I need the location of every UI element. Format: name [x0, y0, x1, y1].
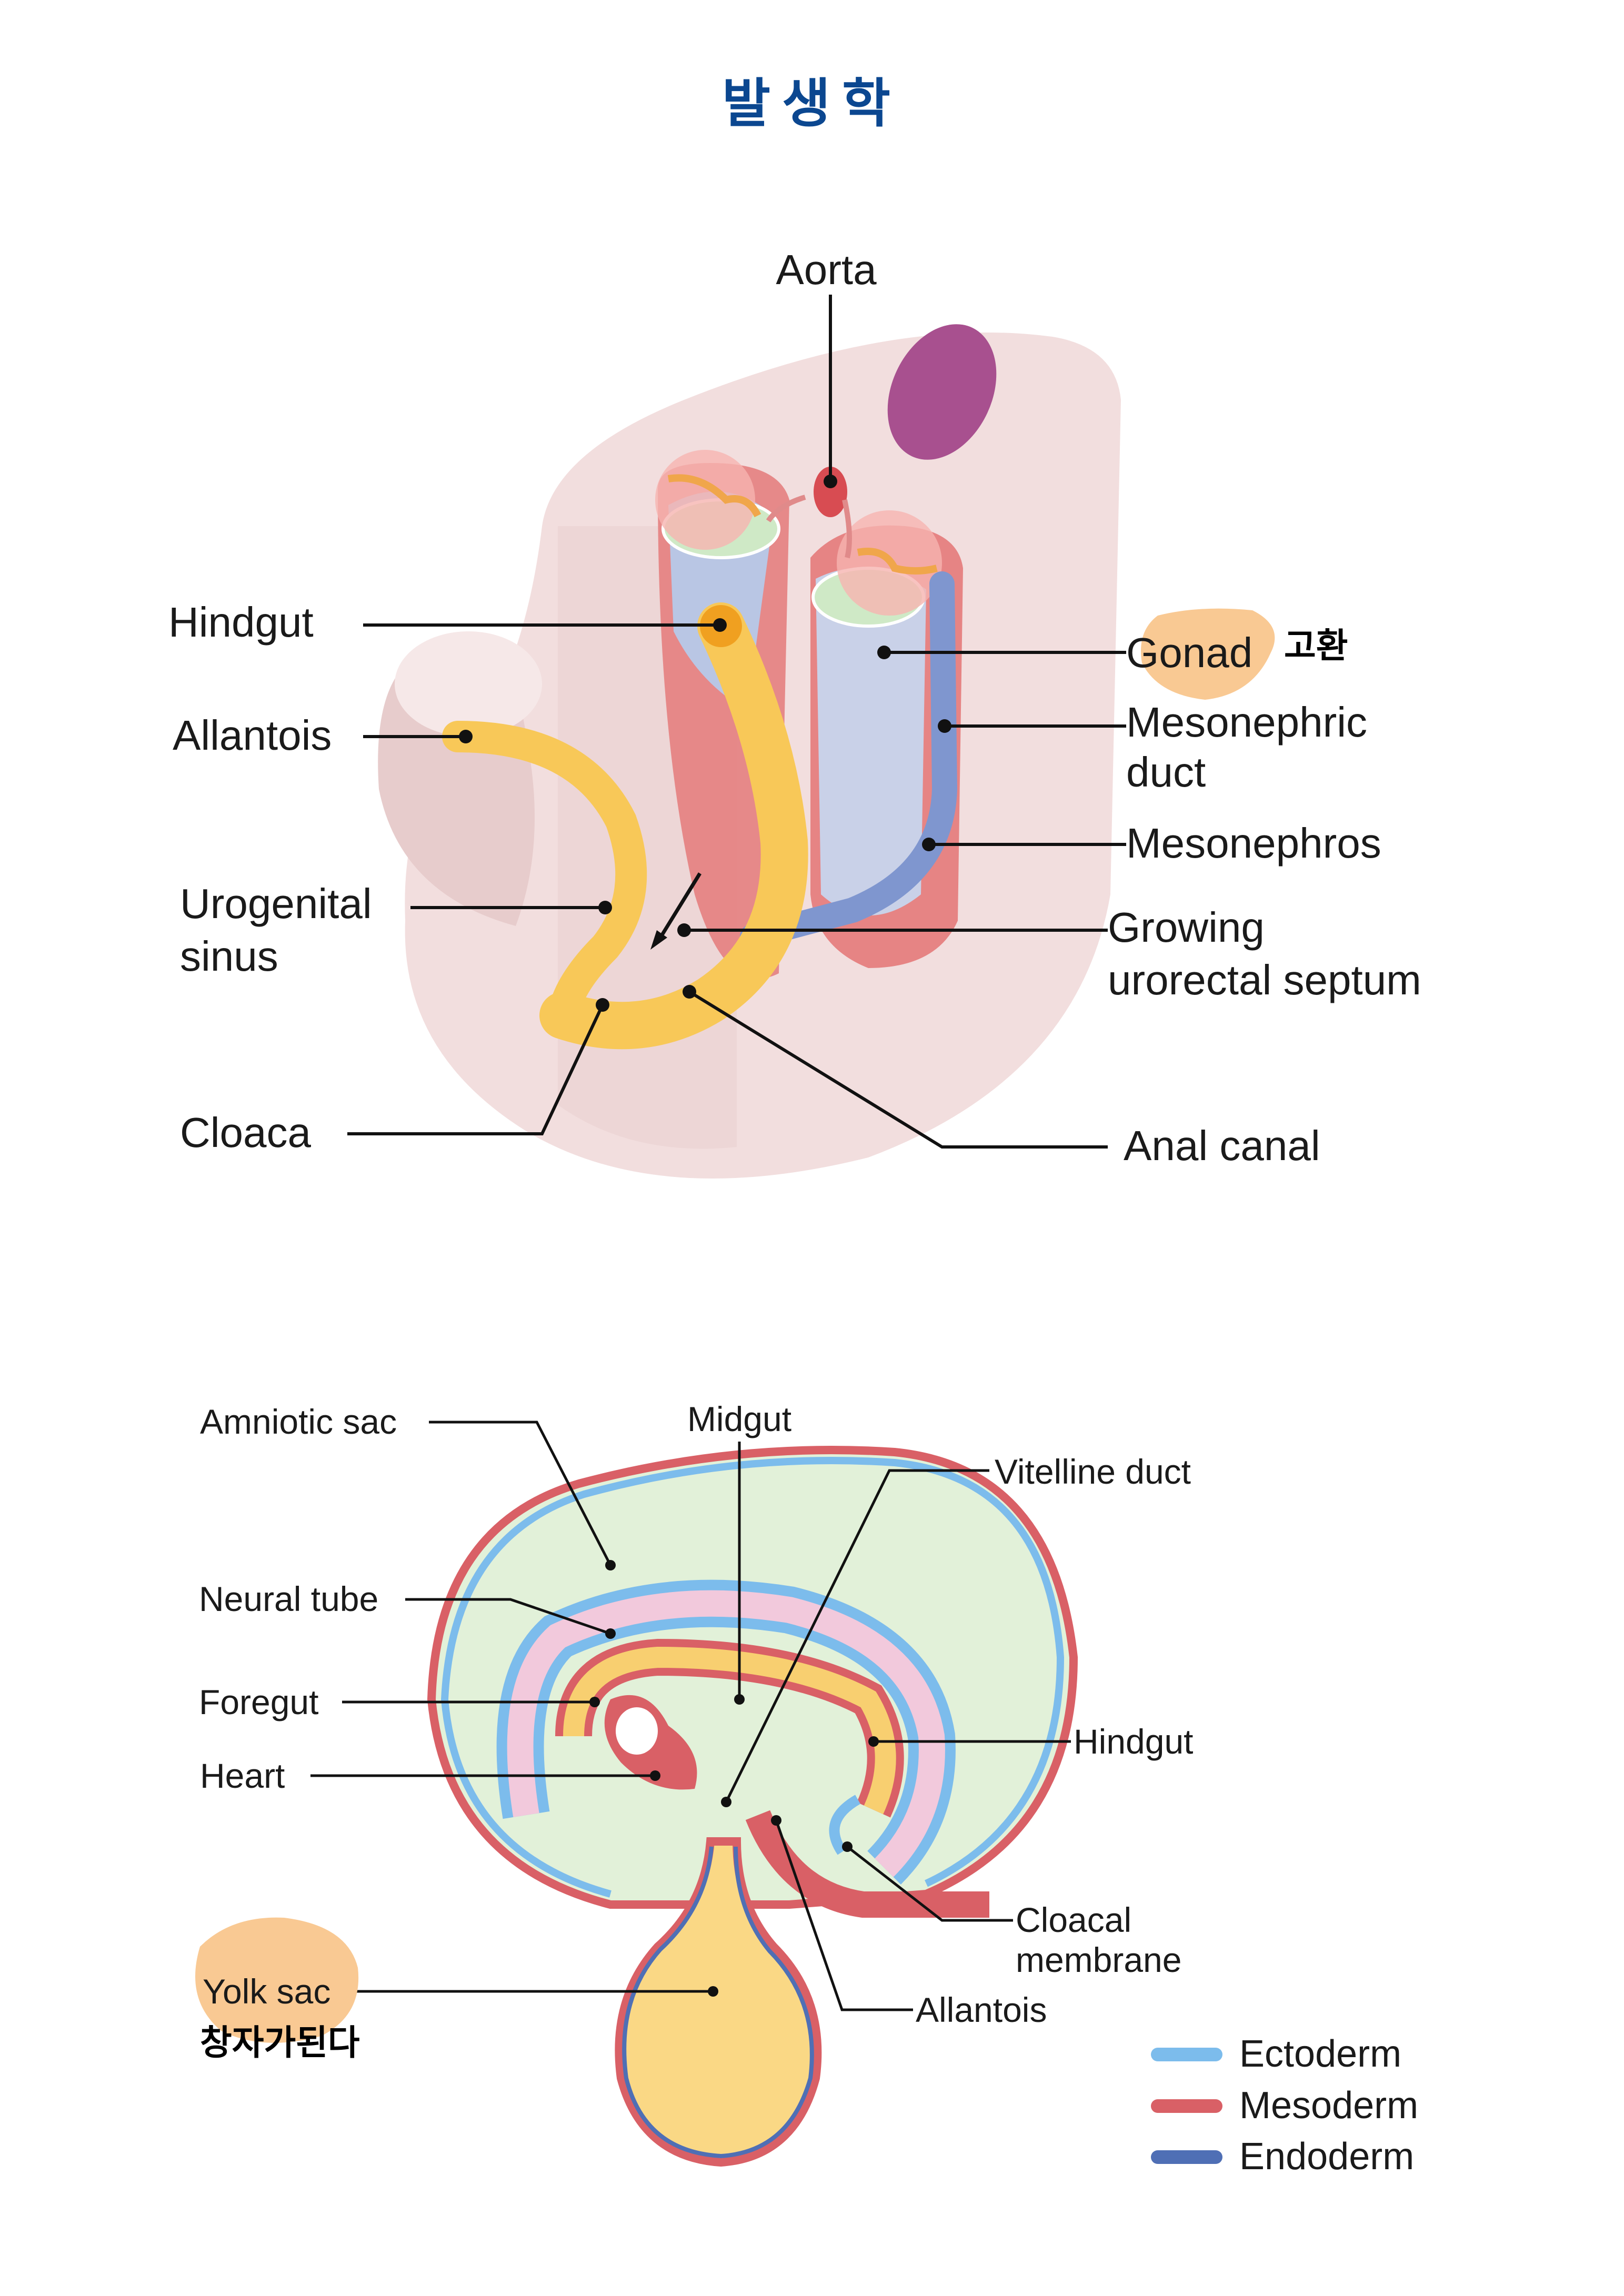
label-mesonephros: Mesonephros — [1126, 820, 1381, 867]
diagram1-leaders — [347, 295, 1126, 1149]
legend-label-endoderm: Endoderm — [1239, 2136, 1414, 2178]
label-urorectal-septum-1: Growing — [1108, 904, 1265, 951]
amniotic-sac — [427, 1446, 1078, 1909]
yolk-sac — [615, 1837, 822, 2167]
septum-arrow — [656, 872, 701, 943]
label-aorta: Aorta — [776, 246, 877, 293]
neural-tube-section — [887, 324, 997, 460]
mesonephric-duct — [740, 571, 958, 949]
label-heart: Heart — [200, 1756, 285, 1795]
label-mesonephric-duct-1: Mesonephric — [1126, 699, 1367, 746]
label-midgut: Midgut — [687, 1399, 791, 1438]
legend-label-mesoderm: Mesoderm — [1239, 2084, 1418, 2127]
allantois-tube — [442, 721, 647, 1031]
neural-tube — [496, 1579, 956, 1885]
hindgut-tube — [539, 602, 808, 1050]
label-cloacal-membrane-1: Cloacal — [1016, 1900, 1131, 1939]
label-cloacal-membrane-2: membrane — [1016, 1940, 1181, 1979]
aorta-vessel — [814, 467, 847, 517]
gonad-highlight — [1141, 608, 1275, 700]
label-cloaca: Cloaca — [180, 1109, 312, 1156]
label-hindgut-2: Hindgut — [1074, 1722, 1194, 1761]
label-gonad: Gonad — [1126, 629, 1252, 676]
label-urogenital-sinus-1: Urogenital — [180, 880, 372, 927]
label-anal-canal: Anal canal — [1124, 1122, 1320, 1169]
label-hindgut: Hindgut — [168, 599, 314, 646]
page-title: 발생학 — [722, 73, 902, 134]
diagram2-dots — [589, 1560, 879, 1997]
label-allantois: Allantois — [173, 712, 332, 759]
label-urorectal-septum-2: urorectal septum — [1108, 956, 1421, 1003]
note-yolk-sac-korean: 창자가된다 — [200, 2022, 360, 2063]
label-foregut: Foregut — [199, 1683, 318, 1721]
label-neural-tube: Neural tube — [199, 1579, 378, 1618]
yolk-sac-highlight — [195, 1917, 359, 2043]
label-allantois-2: Allantois — [916, 1990, 1047, 2029]
gut-tube — [555, 1638, 904, 1818]
germ-layer-legend: Ectoderm Mesoderm Endoderm — [1151, 2033, 1418, 2178]
heart-shape — [604, 1695, 697, 1790]
label-vitelline-duct: Vitelline duct — [995, 1452, 1191, 1491]
diagram2-leaders — [310, 1421, 1071, 2011]
label-amniotic-sac: Amniotic sac — [200, 1402, 397, 1441]
hindgut-development-diagram: Aorta Hindgut Allantois Urogenital sinus… — [168, 246, 1421, 1179]
label-mesonephric-duct-2: duct — [1126, 749, 1206, 795]
legend-label-ectoderm: Ectoderm — [1239, 2033, 1401, 2075]
label-urogenital-sinus-2: sinus — [180, 933, 278, 980]
note-gonad-korean: 고환 — [1284, 626, 1348, 666]
label-yolk-sac: Yolk sac — [203, 1972, 330, 2011]
diagram1-dots — [459, 475, 951, 1012]
